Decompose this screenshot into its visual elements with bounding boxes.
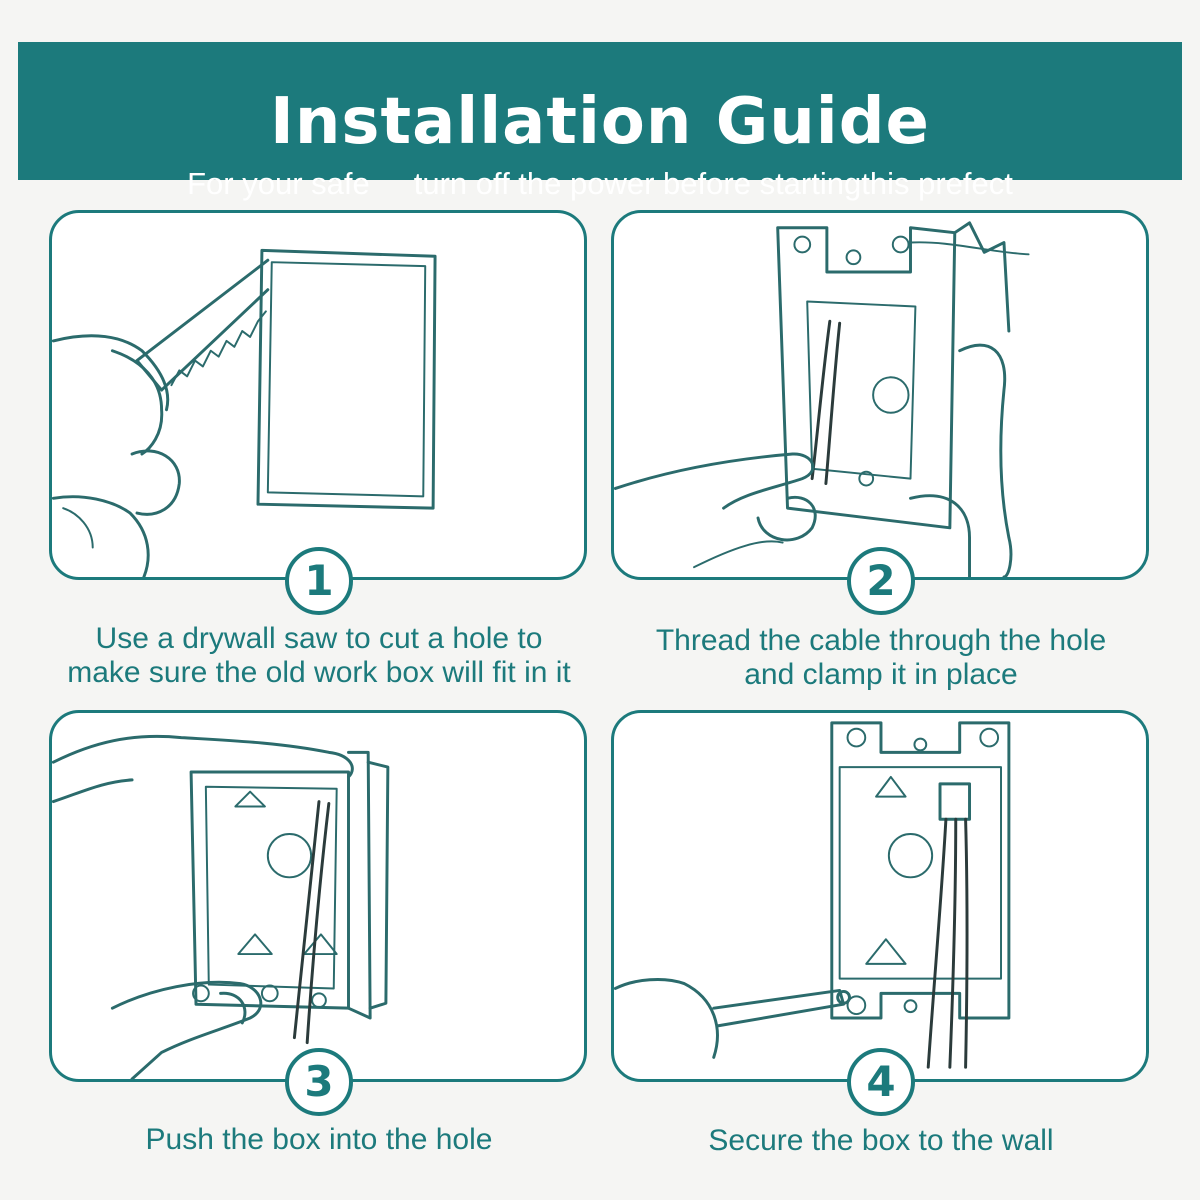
page-title: Installation Guide <box>270 85 930 159</box>
step-2-caption-line: and clamp it in place <box>744 658 1018 691</box>
header-banner: Installation Guide For your safe turn off… <box>18 42 1182 199</box>
step-4-badge: 4 <box>847 1048 915 1116</box>
step-2-caption-line: Thread the cable through the hole <box>655 624 1107 657</box>
step-3-panel <box>49 710 587 1082</box>
step-3-caption-line: Push the box into the hole <box>145 1123 493 1156</box>
push-box-illustration <box>52 734 390 1079</box>
subtitle-left: For your safe <box>187 166 370 201</box>
step-1-caption-line: Use a drywall saw to cut a hole to <box>95 622 543 655</box>
thread-cable-illustration <box>614 221 1030 577</box>
step-4-panel <box>611 710 1149 1082</box>
step-1-caption: Use a drywall saw to cut a hole to make … <box>18 622 620 690</box>
safety-subtitle: For your safe turn off the power before s… <box>18 168 1182 199</box>
step-1-panel <box>49 210 587 580</box>
step-4-caption: Secure the box to the wall <box>580 1124 1182 1158</box>
step-2-caption: Thread the cable through the hole and cl… <box>580 624 1182 692</box>
step-2-badge: 2 <box>847 547 915 615</box>
drywall-saw-illustration <box>52 248 437 577</box>
step-3-caption: Push the box into the hole <box>18 1123 620 1157</box>
step-1-badge: 1 <box>285 547 353 615</box>
subtitle-right: turn off the power before startingthis p… <box>413 166 1013 201</box>
step-4-caption-line: Secure the box to the wall <box>708 1124 1054 1157</box>
secure-box-illustration <box>614 721 1011 1069</box>
step-3-badge: 3 <box>285 1048 353 1116</box>
step-1-caption-line: make sure the old work box will fit in i… <box>67 656 571 689</box>
step-2-panel <box>611 210 1149 580</box>
